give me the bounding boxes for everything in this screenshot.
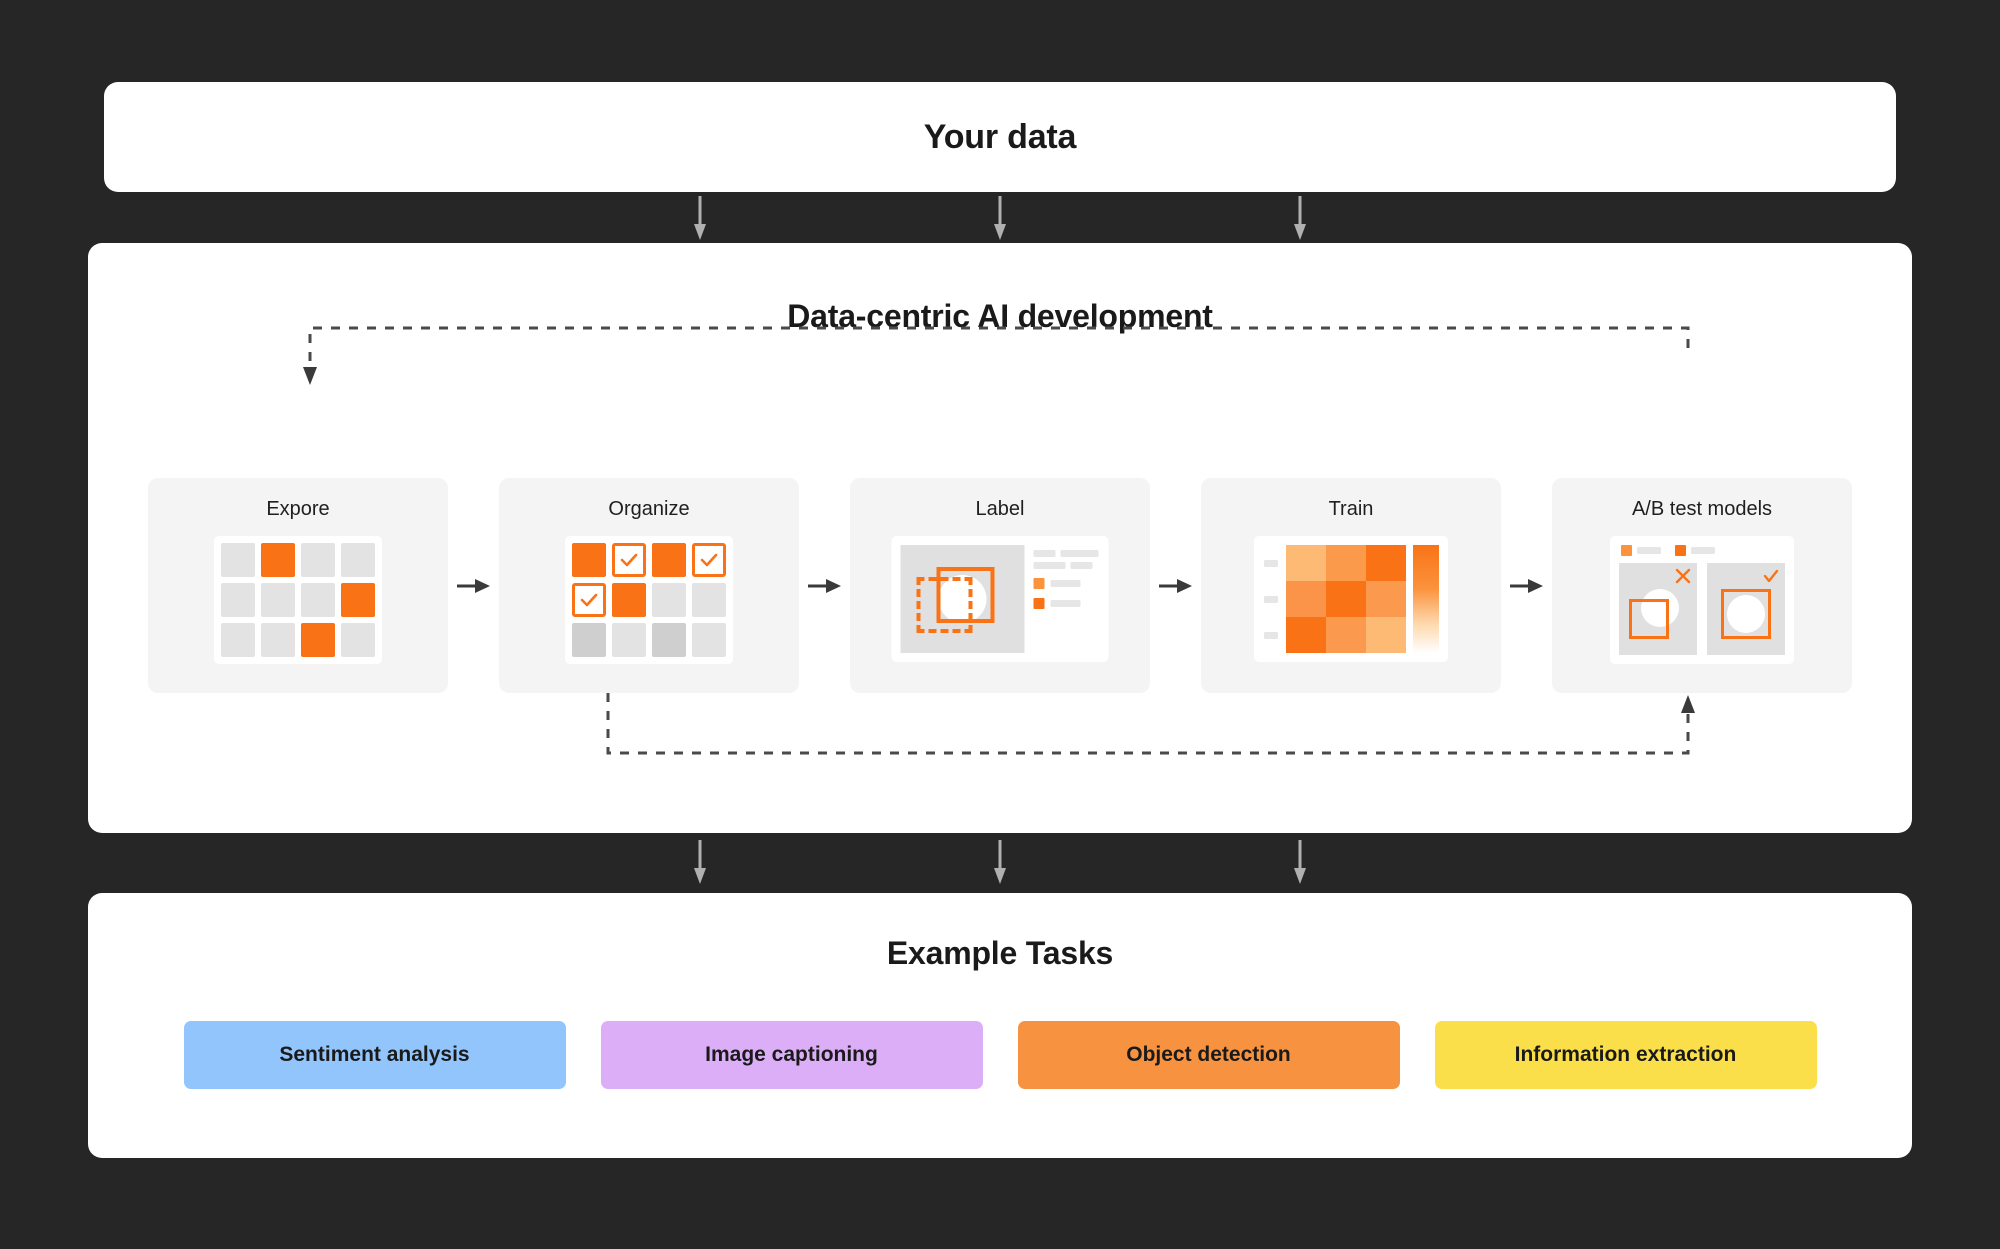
stage-label: A/B test models xyxy=(1631,498,1773,520)
your-data-title: Your data xyxy=(923,117,1077,156)
stage-card-ab-test-models[interactable]: A/B test models xyxy=(1552,478,1852,693)
task-chip-image-captioning[interactable]: Image captioning xyxy=(600,1021,983,1089)
example-tasks-panel: Example Tasks Sentiment analysis Image c… xyxy=(88,893,1912,1158)
task-chip-sentiment-analysis[interactable]: Sentiment analysis xyxy=(183,1021,566,1089)
stage-card-organize[interactable]: Organize xyxy=(499,478,799,693)
task-chip-object-detection[interactable]: Object detection xyxy=(1017,1021,1400,1089)
stage-label: Label xyxy=(975,498,1025,520)
task-chip-label: Image captioning xyxy=(705,1043,878,1066)
checklist-grid-icon xyxy=(565,536,733,664)
down-arrow-icon xyxy=(994,840,1006,884)
close-icon xyxy=(1675,568,1691,584)
down-arrow-icon xyxy=(994,196,1006,240)
model-b-result xyxy=(1707,563,1785,655)
stage-card-expore[interactable]: Expore xyxy=(148,478,448,693)
down-arrow-icon xyxy=(694,196,706,240)
down-arrow-icon xyxy=(1294,840,1306,884)
pipeline-stages: Expore xyxy=(148,478,1852,693)
right-arrow-icon xyxy=(1158,578,1192,593)
compare-models-icon xyxy=(1610,536,1794,664)
stage-card-label[interactable]: Label xyxy=(850,478,1150,693)
connector-arrows-bottom xyxy=(0,840,2000,890)
flow-gap xyxy=(1150,478,1201,693)
right-arrow-icon xyxy=(1509,578,1543,593)
down-arrow-icon xyxy=(1294,196,1306,240)
task-chip-label: Object detection xyxy=(1126,1043,1291,1066)
down-arrow-icon xyxy=(694,840,706,884)
check-icon xyxy=(1763,569,1779,583)
right-arrow-icon xyxy=(456,578,490,593)
flow-gap xyxy=(448,478,499,693)
dcai-title: Data-centric AI development xyxy=(787,298,1213,334)
heatmap-icon xyxy=(1254,536,1448,662)
stage-card-train[interactable]: Train xyxy=(1201,478,1501,693)
task-chip-label: Sentiment analysis xyxy=(279,1043,470,1066)
stage-label: Organize xyxy=(608,498,690,520)
connector-arrows-top xyxy=(0,196,2000,246)
task-chip-label: Information extraction xyxy=(1514,1043,1737,1066)
model-a-result xyxy=(1619,563,1697,655)
your-data-panel: Your data xyxy=(104,82,1896,192)
example-tasks-title: Example Tasks xyxy=(886,935,1114,971)
right-arrow-icon xyxy=(807,578,841,593)
bounding-box-icon xyxy=(891,536,1109,662)
stage-label: Expore xyxy=(266,498,330,520)
flow-gap xyxy=(799,478,850,693)
flow-gap xyxy=(1501,478,1552,693)
grid-icon xyxy=(214,536,382,664)
task-chip-list: Sentiment analysis Image captioning Obje… xyxy=(88,1021,1912,1089)
task-chip-information-extraction[interactable]: Information extraction xyxy=(1434,1021,1817,1089)
data-centric-ai-panel: Data-centric AI development Expore xyxy=(88,243,1912,833)
stage-label: Train xyxy=(1328,498,1374,520)
